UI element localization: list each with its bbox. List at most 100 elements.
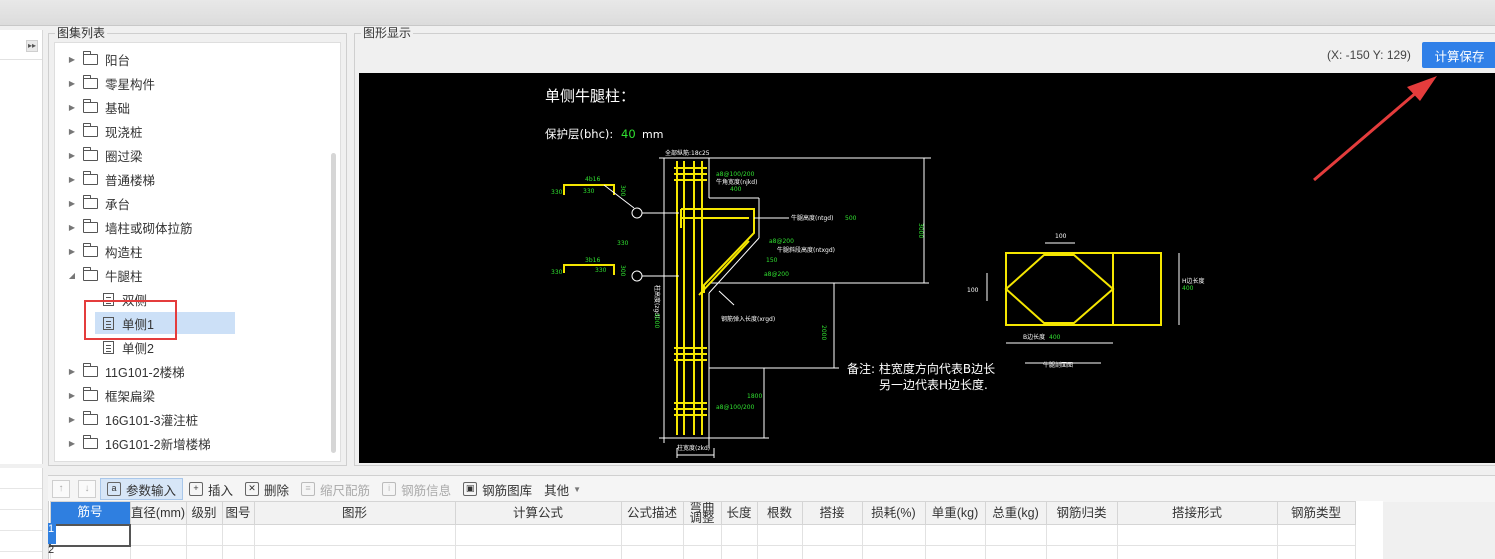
column-header[interactable]: 钢筋归类 [1045, 501, 1118, 525]
tree-item-label: 16G101-3灌注桩 [105, 413, 199, 428]
label-dim-150: 150 [766, 257, 778, 264]
move-down-icon[interactable]: ↓ [78, 480, 96, 498]
tree-folder-item[interactable]: ▶ 阳台 [55, 48, 325, 70]
document-icon [103, 292, 114, 306]
folder-icon [83, 146, 98, 161]
column-header[interactable]: 搭接形式 [1116, 501, 1278, 525]
detail-bars [563, 184, 615, 275]
expand-right-icon[interactable]: ▶ [68, 198, 76, 208]
label-stirrup-top: a8@100/200 [716, 171, 755, 178]
column-rebars [674, 161, 755, 435]
tree-item-label: 牛腿柱 [105, 269, 143, 284]
tree-folder-item[interactable]: ▶ 承台 [55, 192, 325, 214]
insert-button[interactable]: +插入 [183, 478, 239, 500]
tree-item-label: 普通楼梯 [105, 173, 156, 188]
expand-right-icon[interactable]: ▶ [68, 366, 76, 376]
bar-library-button[interactable]: ▣钢筋图库 [457, 478, 538, 500]
tree-leaf-item[interactable]: 单侧2 [95, 336, 235, 358]
bar-table: 筋号直径(mm)级别图号图形计算公式公式描述弯曲调整长度根数搭接损耗(%)单重(… [48, 501, 1383, 559]
label-dim-330-b: 330 [551, 269, 563, 276]
tree-folder-item[interactable]: ▶ 框架扁梁 [55, 384, 325, 406]
table-row[interactable] [49, 523, 1356, 547]
library-icon: ▣ [463, 482, 478, 496]
label-bracket-height-val: 500 [845, 215, 857, 222]
column-header[interactable]: 弯曲调整 [682, 501, 722, 525]
scale-bars-button[interactable]: ≡缩尺配筋 [295, 478, 376, 500]
tree-item-label: 阳台 [105, 53, 131, 68]
expand-right-icon[interactable]: ▶ [68, 78, 76, 88]
column-header[interactable]: 直径(mm) [129, 501, 187, 525]
expand-right-icon[interactable]: ▶ [68, 222, 76, 232]
tree-folder-item[interactable]: ▶墙柱或砌体拉筋 [55, 216, 325, 238]
tree-folder-item[interactable]: ▶11G101-2楼梯 [55, 360, 325, 382]
tree-folder-item[interactable]: ▶现浇桩 [55, 120, 325, 142]
column-header[interactable]: 搭接 [801, 501, 863, 525]
info-icon: i [382, 482, 397, 496]
expand-right-icon[interactable]: ▶ [68, 246, 76, 256]
expand-right-icon[interactable]: ▶ [68, 126, 76, 136]
atlas-list-panel: 图集列表 ▶阳台▶零星构件▶基础▶现浇桩▶圈过梁▶普通楼梯▶承台▶墙柱或砌体拉筋… [48, 26, 347, 466]
calc-save-button[interactable]: 计算保存 [1422, 42, 1495, 68]
graphic-display-panel: 图形显示 (X: -150 Y: 129) 计算保存 单侧牛腿柱： 保护层(bh… [354, 26, 1495, 466]
label-dim-330-a: 330 [551, 189, 563, 196]
column-header[interactable]: 公式描述 [620, 501, 684, 525]
column-header[interactable]: 单重(kg) [924, 501, 986, 525]
column-header[interactable]: 级别 [185, 501, 223, 525]
column-header[interactable]: 损耗(%) [861, 501, 926, 525]
tree-item-label: 零星构件 [105, 77, 156, 92]
label-bar2-spec: 3b16 [585, 257, 600, 264]
table-row[interactable] [49, 545, 1356, 559]
column-header[interactable]: 总重(kg) [984, 501, 1047, 525]
folder-icon [83, 242, 98, 257]
label-bar1-spec: 4b16 [585, 176, 600, 183]
tree-folder-item[interactable]: ▶ 普通楼梯 [55, 168, 325, 190]
other-menu[interactable]: 其他▼ [544, 483, 582, 498]
cover-unit: mm [642, 128, 663, 141]
expand-right-icon[interactable]: ▶ [68, 438, 76, 448]
label-bar2-leg: 300 [619, 265, 626, 277]
expand-panel-icon[interactable]: ▸▸ [26, 40, 38, 52]
expand-right-icon[interactable]: ▶ [68, 414, 76, 424]
column-header[interactable]: 图形 [253, 501, 456, 525]
label-all-long-bars: 全部纵筋:18c25 [665, 149, 710, 157]
tree-folder-item[interactable]: ▶基础 [55, 96, 325, 118]
column-header[interactable]: 根数 [756, 501, 803, 525]
document-icon [103, 316, 114, 330]
column-header[interactable]: 计算公式 [454, 501, 622, 525]
move-up-icon[interactable]: ↑ [52, 480, 70, 498]
label-section-b-len: B边长度 [1023, 333, 1045, 341]
atlas-tree: ▶阳台▶零星构件▶基础▶现浇桩▶圈过梁▶普通楼梯▶承台▶墙柱或砌体拉筋▶构造柱◢… [54, 42, 341, 462]
column-header[interactable]: 长度 [720, 501, 758, 525]
tree-folder-item[interactable]: ▶构造柱 [55, 240, 325, 262]
drawing-canvas[interactable]: 单侧牛腿柱： 保护层(bhc): 40 mm [359, 73, 1495, 463]
tree-leaf-item[interactable]: 单侧1 [95, 312, 235, 334]
delete-button[interactable]: ✕删除 [239, 478, 295, 500]
expand-right-icon[interactable]: ▶ [68, 174, 76, 184]
tree-folder-item[interactable]: ▶ 16G101-3灌注桩 [55, 408, 325, 430]
table-cell[interactable] [49, 523, 131, 547]
expand-down-icon[interactable]: ◢ [68, 270, 76, 280]
column-header[interactable]: 筋号 [49, 501, 131, 525]
row-number[interactable]: 1 [48, 523, 56, 544]
tree-item-label: 框架扁梁 [105, 389, 156, 404]
column-header[interactable]: 图号 [221, 501, 255, 525]
tree-scrollbar[interactable] [331, 153, 336, 453]
expand-right-icon[interactable]: ▶ [68, 54, 76, 64]
drawing-labels: 全部纵筋:18c25 a8@100/200 牛角宽度(njkd) 400 牛腿高… [551, 149, 924, 452]
label-bar1-len: 330 [583, 188, 595, 195]
tree-folder-item[interactable]: ▶ 零星构件 [55, 72, 325, 94]
graphic-display-title: 图形显示 [361, 26, 414, 40]
expand-right-icon[interactable]: ▶ [68, 102, 76, 112]
row-number[interactable]: 2 [48, 544, 55, 556]
cross-section: 100 100 B边长度 400 H边长度 400 牛腿剖面图 [967, 233, 1205, 369]
column-header[interactable]: 钢筋类型 [1276, 501, 1356, 525]
tree-folder-item[interactable]: ▶圈过梁 [55, 144, 325, 166]
expand-right-icon[interactable]: ▶ [68, 390, 76, 400]
tree-folder-item[interactable]: ▶16G101-2新增楼梯 [55, 432, 325, 454]
cover-label: 保护层(bhc): [545, 127, 613, 141]
expand-right-icon[interactable]: ▶ [68, 150, 76, 160]
tree-folder-item[interactable]: ◢ 牛腿柱 [55, 264, 325, 286]
tree-item-label: 承台 [105, 197, 131, 212]
